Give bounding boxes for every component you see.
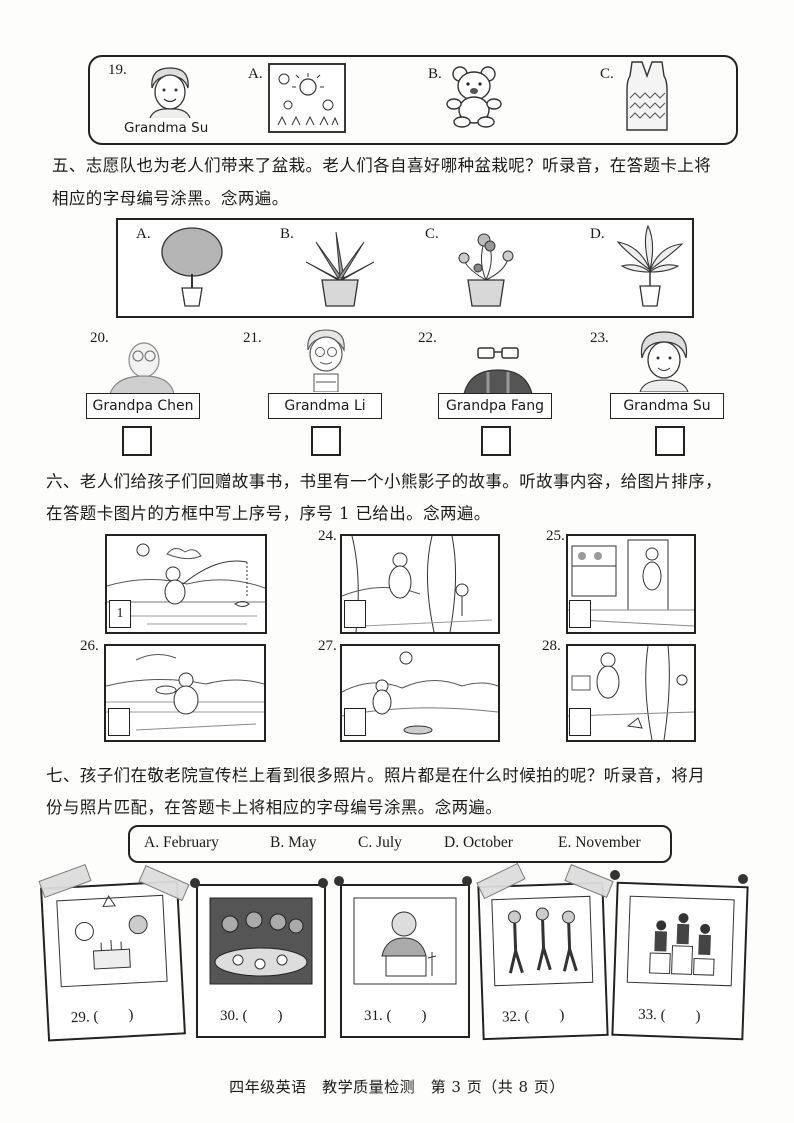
- person-name-box: Grandma Li: [268, 393, 382, 419]
- question-number: 24.: [318, 528, 337, 544]
- question-number: 25.: [546, 528, 565, 544]
- photo-caption: 32. ( ): [501, 1007, 565, 1026]
- question-number: 27.: [318, 638, 337, 654]
- pushpin-icon: [334, 876, 344, 886]
- sequence-box: 1: [109, 600, 131, 628]
- page-footer: 四年级英语 教学质量检测 第 3 页（共 8 页）: [229, 1078, 565, 1096]
- sweater-vest-icon: [626, 61, 668, 131]
- photo-caption: 29. ( ): [70, 1007, 134, 1027]
- sequence-box[interactable]: [344, 708, 366, 736]
- photo-frame-32: 32. ( ): [477, 881, 609, 1041]
- option-label: D.: [590, 226, 605, 242]
- photo-caption: 31. ( ): [364, 1008, 427, 1024]
- section-5-instruction-line2: 相应的字母编号涂黑。念两遍。: [52, 189, 289, 208]
- family-dinner-photo-icon: [209, 897, 313, 985]
- option-label: A.: [136, 226, 151, 242]
- month-options-box: A. February B. May C. July D. October E.…: [128, 825, 672, 863]
- sequence-box[interactable]: [569, 708, 591, 736]
- grandpa-chen-portrait-icon: [109, 342, 174, 394]
- section-7-instruction-line2: 份与照片匹配，在答题卡上将相应的字母编号涂黑。念两遍。: [46, 798, 503, 817]
- person-name-box: Grandpa Chen: [86, 393, 200, 419]
- bear-fishing-scene-icon: [107, 543, 265, 625]
- option-label: A.: [248, 66, 263, 82]
- section-5-instruction-line1: 五、志愿队也为老人们带来了盆栽。老人们各自喜好哪种盆栽呢？听录音，在答题卡上将: [52, 156, 712, 175]
- question-number: 21.: [243, 330, 262, 346]
- question-19-box: [88, 55, 738, 145]
- section-6-instruction-line1: 六、老人们给孩子们回赠故事书，书里有一个小熊影子的故事。听故事内容，给图片排序，: [46, 472, 722, 491]
- bear-in-garden-scene-icon: [568, 646, 694, 740]
- answer-square[interactable]: [311, 426, 341, 456]
- flower-plant-icon: [458, 233, 514, 307]
- round-tree-plant-icon: [161, 227, 223, 307]
- award-podium-photo-icon: [626, 895, 735, 987]
- month-option: B. May: [270, 834, 317, 851]
- section-7-instruction-line1: 七、孩子们在敬老院宣传栏上看到很多照片。照片都是在什么时候拍的呢？听录音，将月: [46, 766, 706, 785]
- option-label: C.: [600, 66, 614, 82]
- bear-by-river-scene-icon: [106, 654, 264, 731]
- grandma-li-portrait-icon: [307, 329, 345, 392]
- pushpin-icon: [738, 874, 748, 884]
- story-panel-28: [566, 644, 696, 742]
- lily-plant-icon: [616, 224, 684, 307]
- photo-frame-30: 30. ( ): [196, 884, 326, 1038]
- story-panel-1: [105, 534, 267, 634]
- photo-caption: 33. ( ): [637, 1006, 701, 1025]
- question-number: 22.: [418, 330, 437, 346]
- spiky-leaf-plant-icon: [305, 231, 375, 307]
- bear-at-door-scene-icon: [568, 539, 694, 627]
- question-number: 28.: [542, 638, 561, 654]
- person-name-box: Grandpa Fang: [438, 393, 552, 419]
- month-option: C. July: [358, 834, 402, 851]
- question-number: 19.: [108, 62, 127, 78]
- pushpin-icon: [318, 878, 328, 888]
- pushpin-icon: [610, 870, 620, 880]
- option-label: B.: [428, 66, 442, 82]
- photo-frame-33: 33. ( ): [611, 881, 749, 1041]
- section-6-instruction-line2: 在答题卡图片的方框中写上序号，序号 1 已给出。念两遍。: [46, 504, 491, 523]
- bear-hill-scene-icon: [342, 651, 498, 735]
- option-label: C.: [425, 226, 439, 242]
- month-option: E. November: [558, 834, 641, 851]
- pushpin-icon: [462, 876, 472, 886]
- person-name: Grandma Su: [124, 120, 209, 136]
- story-panel-27: [340, 644, 500, 742]
- grandma-portrait-icon: [149, 67, 191, 118]
- photo-caption: 30. ( ): [220, 1008, 283, 1024]
- birthday-party-photo-icon: [56, 894, 168, 988]
- person-name-box: Grandma Su: [610, 393, 724, 419]
- sequence-box[interactable]: [344, 600, 366, 628]
- photo-frame-29: 29. ( ): [40, 880, 186, 1042]
- question-number: 20.: [90, 330, 109, 346]
- month-option: A. February: [144, 834, 219, 851]
- answer-square[interactable]: [122, 426, 152, 456]
- drawing-icon: [268, 63, 346, 133]
- sequence-box[interactable]: [569, 600, 591, 628]
- teddy-bear-icon: [446, 66, 502, 128]
- month-option: D. October: [444, 834, 513, 851]
- answer-square[interactable]: [481, 426, 511, 456]
- grandma-su-portrait-icon: [639, 331, 689, 392]
- grandpa-fang-portrait-icon: [463, 347, 533, 394]
- pushpin-icon: [190, 878, 200, 888]
- question-number: 26.: [80, 638, 99, 654]
- story-panel-26: [104, 644, 266, 742]
- people-dancing-photo-icon: [491, 895, 594, 987]
- photo-frame-31: 31. ( ): [340, 884, 470, 1038]
- answer-square[interactable]: [655, 426, 685, 456]
- story-panel-24: [340, 534, 500, 634]
- option-label: B.: [280, 226, 294, 242]
- question-number: 23.: [590, 330, 609, 346]
- grandma-planting-photo-icon: [353, 897, 457, 985]
- sequence-box[interactable]: [108, 708, 130, 736]
